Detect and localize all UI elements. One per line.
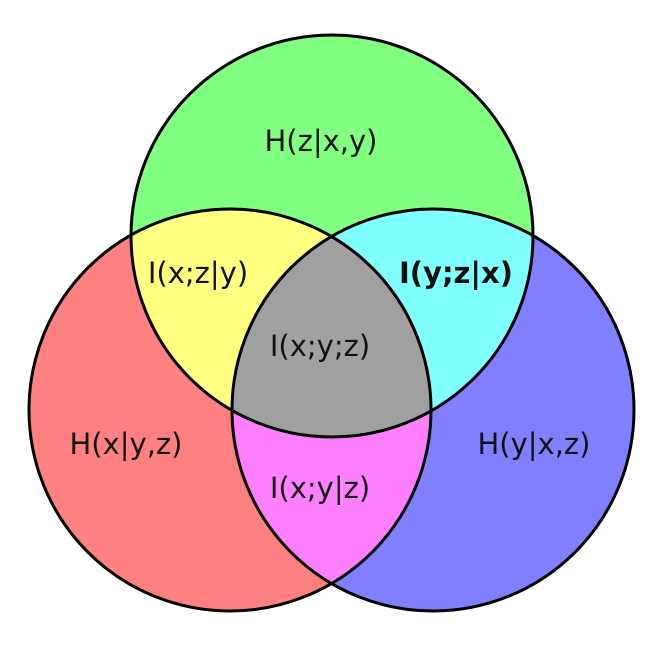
label-yz: I(y;z|x) <box>399 256 513 290</box>
label-xyz: I(x;y;z) <box>270 329 370 363</box>
label-xz: I(x;z|y) <box>148 256 248 290</box>
label-x-only: H(x|y,z) <box>70 427 183 461</box>
circle-z-outline <box>129 33 535 439</box>
label-z-only: H(z|x,y) <box>265 124 378 158</box>
label-y-only: H(y|x,z) <box>478 427 591 461</box>
label-xy: I(x;y|z) <box>270 471 370 505</box>
